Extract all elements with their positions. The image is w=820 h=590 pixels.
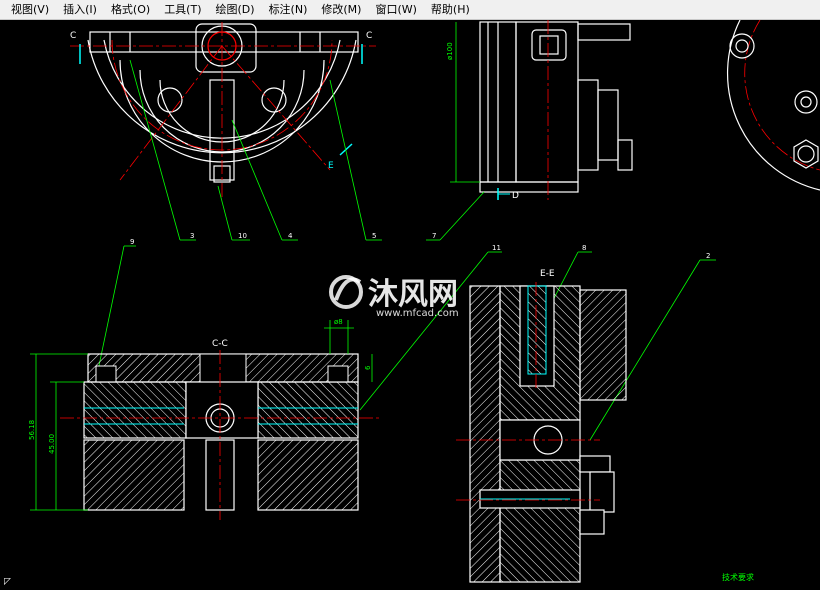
tech-requirements: 技术要求 bbox=[722, 572, 754, 582]
front-view-centerlines bbox=[70, 22, 376, 200]
menu-window[interactable]: 窗口(W) bbox=[375, 2, 417, 16]
side-view bbox=[479, 21, 633, 193]
watermark: 沐风网 www.mfcad.com bbox=[329, 275, 459, 319]
ee-centerlines bbox=[456, 282, 600, 501]
leader-9: 9 bbox=[130, 238, 134, 246]
menu-bar: 视图(V) 插入(I) 格式(O) 工具(T) 绘图(D) 标注(N) 修改(M… bbox=[0, 0, 820, 20]
menu-format[interactable]: 格式(O) bbox=[110, 2, 151, 16]
menu-dimension[interactable]: 标注(N) bbox=[268, 2, 308, 16]
partial-flange-view bbox=[726, 19, 820, 191]
dim-top-diameter: ø100 bbox=[446, 42, 454, 60]
cc-section-view bbox=[83, 353, 359, 511]
leader-5: 5 bbox=[372, 232, 376, 240]
leader-labels: 9 3 10 4 5 7 11 8 2 bbox=[130, 232, 710, 260]
dim-height-45: 45.00 bbox=[48, 434, 56, 454]
menu-modify[interactable]: 修改(M) bbox=[321, 2, 362, 16]
ucs-corner-icon: ◸ bbox=[4, 577, 11, 586]
view-ee-title: E-E bbox=[540, 269, 555, 279]
dim-height-56: 56.18 bbox=[28, 420, 36, 440]
section-d-label: D bbox=[512, 191, 519, 201]
menu-insert[interactable]: 插入(I) bbox=[63, 2, 97, 16]
section-c-markers: C C E bbox=[70, 31, 372, 171]
menu-view[interactable]: 视图(V) bbox=[11, 2, 50, 16]
menu-tools[interactable]: 工具(T) bbox=[164, 2, 202, 16]
cc-dimensions: 56.18 45.00 ø8 6 bbox=[28, 318, 373, 511]
ee-section-view bbox=[469, 285, 627, 583]
menu-help[interactable]: 帮助(H) bbox=[430, 2, 470, 16]
section-e-label: E bbox=[328, 161, 334, 171]
leader-8: 8 bbox=[582, 244, 586, 252]
side-view-dimension: ø100 bbox=[446, 22, 480, 183]
drawing-canvas[interactable]: C C E ø100 D bbox=[0, 19, 820, 587]
leader-3: 3 bbox=[190, 232, 194, 240]
cad-drawing: C C E ø100 D bbox=[4, 19, 820, 587]
watermark-site: www.mfcad.com bbox=[376, 308, 459, 319]
section-c-label-left: C bbox=[70, 31, 76, 41]
section-d-marker: D bbox=[497, 188, 519, 201]
view-cc-title: C-C bbox=[212, 339, 228, 349]
menu-draw[interactable]: 绘图(D) bbox=[215, 2, 255, 16]
leader-7: 7 bbox=[432, 232, 436, 240]
section-c-label-right: C bbox=[366, 31, 372, 41]
leader-11: 11 bbox=[492, 244, 501, 252]
leader-4: 4 bbox=[288, 232, 293, 240]
dim-small-width: ø8 bbox=[334, 318, 343, 326]
cc-centerlines bbox=[60, 350, 380, 520]
leader-10: 10 bbox=[238, 232, 247, 240]
leader-2: 2 bbox=[706, 252, 710, 260]
watermark-brand: 沐风网 bbox=[368, 277, 458, 312]
dim-small-height: 6 bbox=[364, 365, 372, 370]
